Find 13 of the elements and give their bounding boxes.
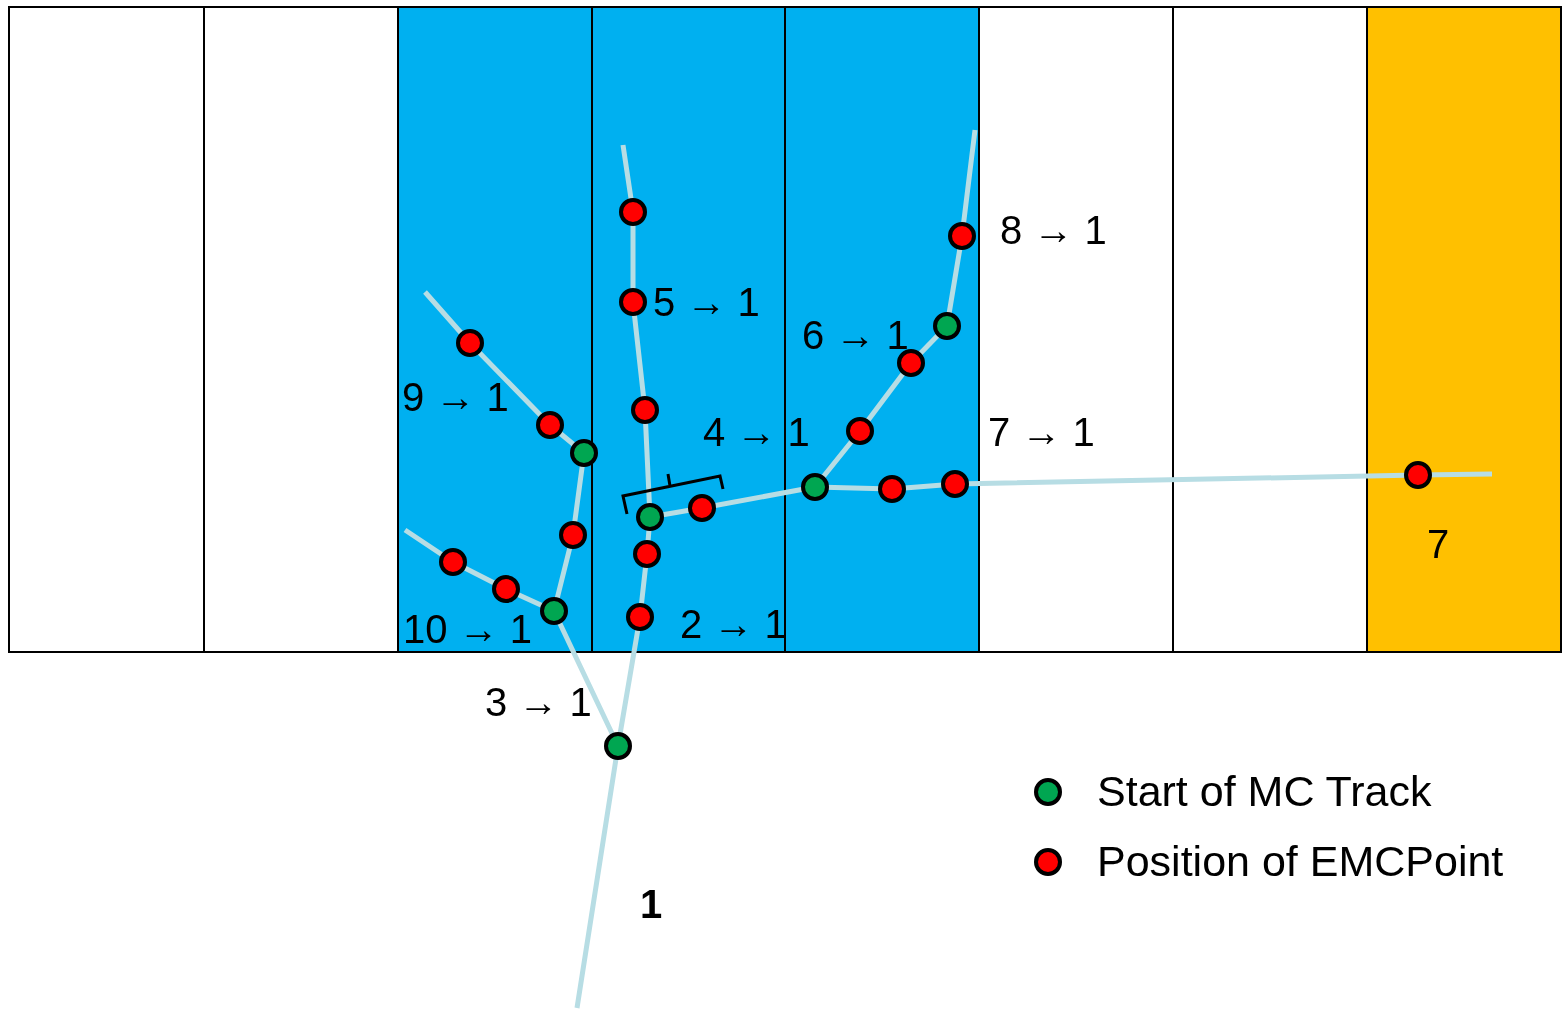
legend-label: Position of EMCPoint (1097, 840, 1504, 883)
track-label: 8 → 1 (1000, 210, 1107, 250)
track-label: 9 → 1 (402, 377, 509, 417)
track-label: 4 → 1 (703, 412, 810, 452)
track-label: 7 → 1 (988, 412, 1095, 452)
legend-label: Start of MC Track (1097, 770, 1432, 813)
track-label: 5 → 1 (653, 282, 760, 322)
track-label: 3 → 1 (485, 682, 592, 722)
track-label: 7 (1427, 524, 1450, 564)
track-number: 1 (640, 884, 663, 924)
track-label: 2 → 1 (680, 604, 787, 644)
track-label: 6 → 1 (802, 315, 909, 355)
track-label: 10 → 1 (403, 609, 532, 649)
